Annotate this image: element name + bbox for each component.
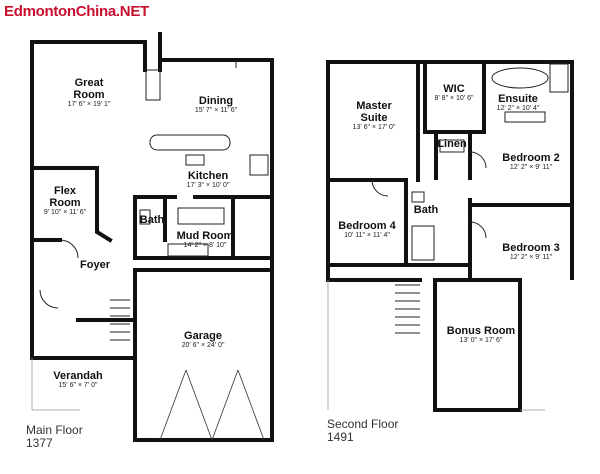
- room-bonus-room: Bonus Room 13' 0" × 17' 6": [447, 325, 515, 344]
- room-dimensions: 14' 2" × 8' 10": [183, 242, 227, 249]
- room-dimensions: 15' 6" × 7' 0": [58, 382, 98, 389]
- room-name-line: Room: [73, 89, 105, 101]
- floor-title: Second Floor: [327, 417, 399, 431]
- room-name-line: Bonus Room: [446, 325, 516, 337]
- room-dimensions: 12' 2" × 9' 11": [509, 164, 553, 171]
- room-name-line: Bedroom 3: [502, 242, 560, 254]
- room-bedroom-3: Bedroom 3 12' 2" × 9' 11": [502, 242, 559, 261]
- room-name-line: WIC: [443, 83, 465, 95]
- room-kitchen: Kitchen 17' 3" × 10' 0": [187, 170, 230, 189]
- room-name-line: Kitchen: [187, 170, 229, 182]
- room-linen: Linen: [437, 138, 466, 150]
- room-bedroom-4: Bedroom 4 10' 11" × 11' 4": [338, 220, 395, 239]
- floor-area: 1377: [26, 436, 53, 451]
- room-name-line: Foyer: [80, 259, 110, 271]
- room-dimensions: 12' 2" × 10' 4": [496, 105, 540, 112]
- room-bedroom-2: Bedroom 2 12' 2" × 9' 11": [502, 152, 559, 171]
- room-name-line: Ensuite: [498, 93, 538, 105]
- room-name-line: Verandah: [53, 370, 103, 382]
- room-main-bath: Bath: [140, 214, 164, 226]
- main-floor-walls: [30, 32, 274, 442]
- room-name-line: Garage: [184, 330, 222, 342]
- room-mud-room: Mud Room 14' 2" × 8' 10": [177, 230, 234, 249]
- room-name-line: Room: [49, 197, 81, 209]
- room-dining: Dining 15' 7" × 11' 6": [195, 95, 237, 114]
- main-floor-fixtures: [31, 60, 269, 441]
- watermark-logo: EdmontonChina.NET: [4, 3, 149, 20]
- room-name-line: Mud Room: [176, 230, 234, 242]
- room-flex-room: Flex Room 9' 10" × 11' 6": [44, 185, 86, 216]
- room-verandah: Verandah 15' 6" × 7' 0": [53, 370, 103, 389]
- room-dimensions: 10' 11" × 11' 4": [344, 232, 390, 239]
- room-second-bath: Bath: [414, 204, 438, 216]
- room-name-line: Bedroom 2: [502, 152, 560, 164]
- room-dimensions: 13' 6" × 17' 0": [352, 124, 396, 131]
- room-name-line: Dining: [198, 95, 234, 107]
- room-dimensions: 12' 2" × 9' 11": [509, 254, 553, 261]
- room-foyer: Foyer: [80, 259, 110, 271]
- second-floor-caption: Second Floor 1491: [327, 417, 399, 445]
- room-name-line: Bedroom 4: [338, 220, 396, 232]
- room-dimensions: 20' 6" × 24' 0": [181, 342, 225, 349]
- room-name-line: Linen: [437, 138, 467, 150]
- room-dimensions: 17' 3" × 10' 0": [186, 182, 230, 189]
- room-dimensions: 8' 8" × 10' 6": [434, 95, 474, 102]
- room-dimensions: 13' 0" × 17' 6": [459, 337, 503, 344]
- main-floor-caption: Main Floor 1377: [26, 423, 83, 451]
- second-floor-fixtures: [327, 63, 569, 411]
- room-wic: WIC 8' 8" × 10' 6": [435, 83, 474, 102]
- room-name-line: Master: [356, 100, 392, 112]
- room-master-suite: Master Suite 13' 6" × 17' 0": [353, 100, 396, 131]
- room-name-line: Bath: [139, 214, 165, 226]
- room-name-line: Suite: [360, 112, 388, 124]
- room-name-line: Bath: [413, 204, 439, 216]
- room-dimensions: 15' 7" × 11' 6": [194, 107, 238, 114]
- floor-title: Main Floor: [26, 423, 83, 437]
- room-name-line: Great: [74, 77, 104, 89]
- room-great-room: Great Room 17' 6" × 19' 1": [68, 77, 111, 108]
- room-ensuite: Ensuite 12' 2" × 10' 4": [497, 93, 540, 112]
- room-dimensions: 17' 6" × 19' 1": [67, 101, 111, 108]
- floor-area: 1491: [327, 430, 354, 445]
- room-garage: Garage 20' 6" × 24' 0": [182, 330, 225, 349]
- room-dimensions: 9' 10" × 11' 6": [43, 209, 87, 216]
- room-name-line: Flex: [53, 185, 77, 197]
